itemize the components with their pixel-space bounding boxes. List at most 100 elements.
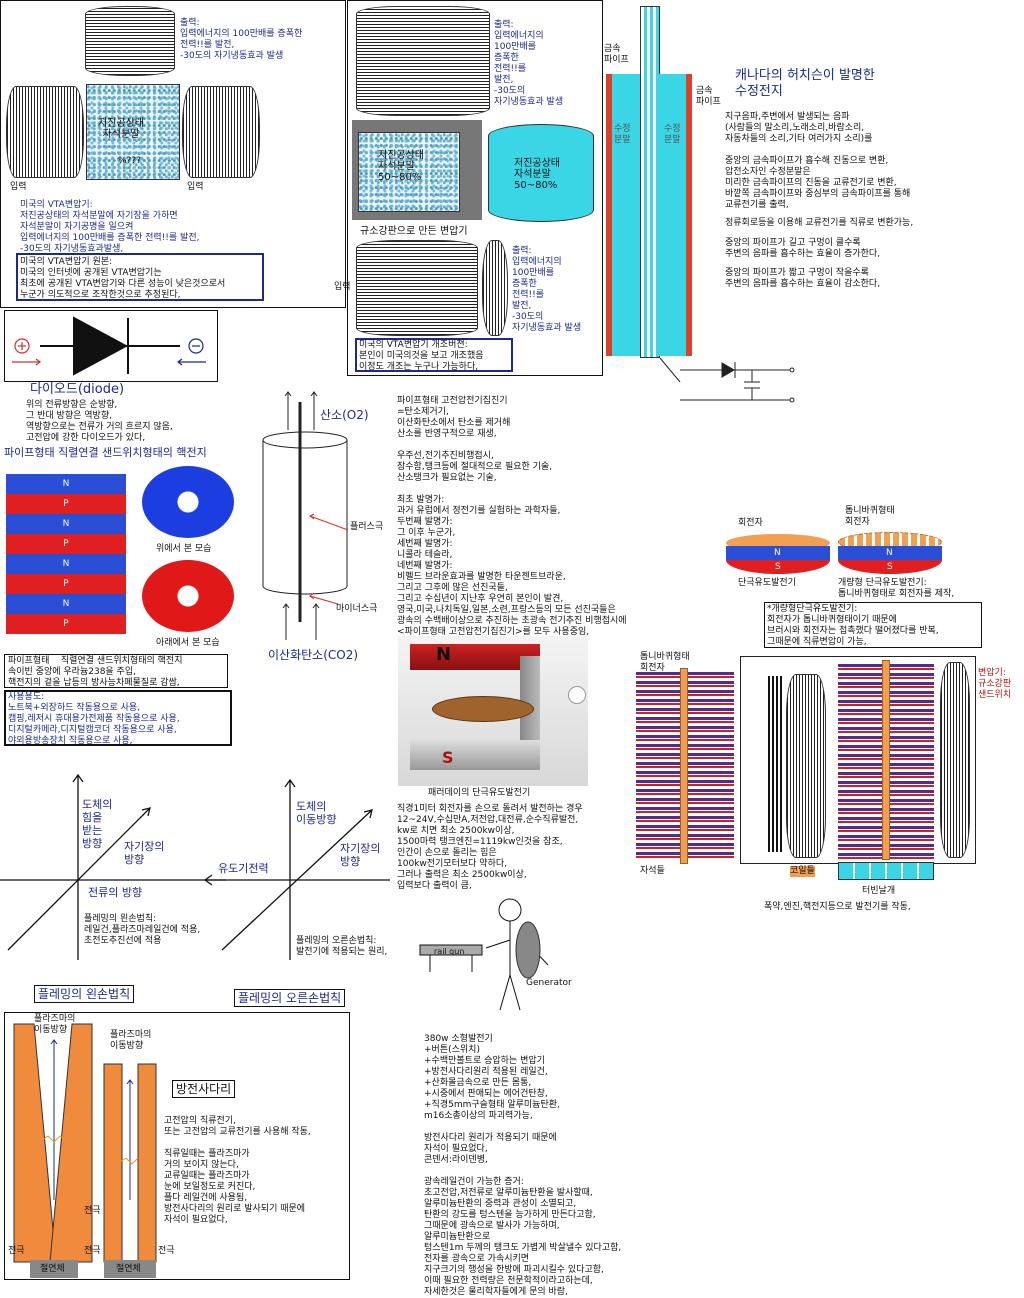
vta-input-left: 입력: [10, 182, 27, 192]
nuclear-bottom-view: [142, 560, 234, 632]
fleming-motion-label: 도체의 이동방향: [296, 800, 337, 826]
nuclear-title: 파이프형태 직렬연결 샌드위치형태의 핵전지: [4, 446, 207, 459]
crystal-p3: 정류회로등을 이용해 교류전기를 직류로 변환가능,: [725, 218, 914, 228]
turbine-coil-column: [786, 674, 826, 858]
vta-original-text: 미국의 VTA변압기 원본: 미국의 인터넷에 공개된 VTA변압기는 최초에 …: [20, 257, 226, 300]
nuclear-usage-box: [4, 690, 232, 746]
vta2-panel: [347, 0, 603, 376]
ladder-electrode-4: 전극: [158, 1246, 175, 1256]
crystal-p5: 중앙의 파이프가 짧고 구멍이 작을수록 주변의 음파를 흡수하는 효율이 감소…: [725, 268, 881, 289]
fleming-right-title: 플레밍의 오른손법칙: [234, 989, 346, 1007]
nuclear-pole: P: [6, 534, 126, 554]
fleming-magnetic-right: 자기장의 방향: [340, 842, 381, 868]
vta-core: [86, 84, 180, 180]
nuclear-usage: 사용용도: 노트북+외장하드 작동용으로 사용, 캠핑,레저시 휴대용가전제품 …: [8, 692, 180, 746]
crystal-right-pipe: [658, 74, 692, 356]
vta-left-coil: [6, 86, 84, 178]
vta-original-box: [16, 253, 264, 301]
vta-right-coil: [182, 86, 260, 178]
homopolar-label1: 단극유도발전기: [738, 578, 796, 588]
turbine-magnets: [768, 676, 782, 852]
homopolar-box: [764, 602, 982, 648]
fleming-induced-label: 유도기전력: [218, 862, 269, 875]
homopolar-disk2-n: [838, 546, 942, 560]
homopolar-label2: 개량형 단극유도발전기: 톱니바퀴형태로 회전자를 제작,: [838, 578, 955, 599]
turbine-rotor-label: 톱니바퀴형태 회전자: [640, 652, 690, 673]
crystal-p4: 중앙의 파이프가 길고 구멍이 클수록 주변의 음파를 흡수하는 효율이 증가한…: [725, 238, 881, 259]
turbine-coils-label: 코일들: [790, 866, 815, 877]
vta-input-right: 입력: [187, 182, 204, 192]
faraday-disk: [432, 696, 534, 722]
ladder-insulator-1: 절연체: [40, 1264, 65, 1274]
fleming-force-label: 도체의 힘을 받는 방향: [82, 798, 113, 850]
railgun-text: 380w 소형발전기 +버튼(스위치) +수백만볼트로 승압하는 변압기 +방전…: [424, 1034, 622, 1297]
turbine-left-shaft: [680, 668, 688, 864]
vta2-modified-text: 미국의 VTA변압기 개조버젼: 본인이 미국의것을 보고 개조했음 이정도 개…: [359, 340, 484, 372]
nuclear-pole: N: [6, 474, 126, 494]
precipitator-oxygen: 산소(O2): [320, 408, 369, 422]
vta2-side-coil: [482, 240, 508, 336]
crystal-powder-right: 수정 분말: [664, 124, 681, 145]
homopolar-disk1-n: [726, 546, 830, 560]
crystal-metal-pipe-1: 금속 파이프: [604, 44, 629, 65]
nuclear-pole: P: [6, 614, 126, 634]
nuclear-pole: N: [6, 554, 126, 574]
ladder-plasma-left: 플라즈마의 이동방향: [34, 1014, 76, 1035]
precipitator-minus: 마이너스극: [336, 604, 378, 614]
vta2-output-top: 출력: 입력에너지의 100만배를 증폭한 전력!!를 발전, -30도의 자기…: [494, 20, 564, 107]
diode-desc: 위의 전류방향은 순방향, 그 반대 방향은 역방향, 역방향으로는 전류가 거…: [26, 400, 173, 443]
vta-panel: [0, 0, 346, 308]
faraday-caption: 패러데이의 단극유도발전기: [428, 788, 531, 798]
ladder-plasma-right: 플라즈마의 이동방향: [110, 1030, 152, 1051]
vta2-silicon-label: 규소강판으로 만든 변압기: [360, 226, 468, 237]
ladder-electrode-2: 전극: [8, 1246, 25, 1256]
nuclear-pole: P: [6, 574, 126, 594]
precipitator-co2: 이산화탄소(CO2): [268, 648, 359, 662]
railgun-label: rail gun: [434, 947, 465, 956]
vta2-modified-box: [355, 338, 513, 372]
crystal-powder-left: 수정 분말: [614, 124, 631, 145]
homopolar-s2: S: [887, 562, 893, 572]
crystal-p2: 중앙의 금속파이프가 흡수해 진동으로 변환, 압전소자인 수정분말은 미리한 …: [725, 156, 911, 210]
fleming-magnetic-left: 자기장의 방향: [124, 840, 165, 866]
nuclear-top-label: 위에서 본 모습: [156, 544, 212, 554]
nuclear-top-view: [142, 466, 234, 538]
turbine-transformer-coil: [940, 662, 970, 858]
fleming-left-title: 플레밍의 왼손법칙: [34, 985, 135, 1003]
vta2-input: 입력: [334, 282, 351, 292]
nuclear-desc-box: [4, 654, 228, 688]
vta2-top-coil: [356, 6, 490, 116]
turbine-right-shaft: [882, 660, 890, 860]
homopolar-disk2-s: [838, 560, 942, 574]
turbine-caption: 폭약,엔진,핵전지등으로 발전기를 작동,: [764, 902, 911, 912]
turbine-transformer-label: 변압기: 규소강판 샌드위치: [978, 668, 1012, 700]
crystal-center-pipe: [640, 6, 660, 358]
vta-core-label: 저진공상태 자석분말: [98, 118, 144, 140]
faraday-magnet-bottom: [410, 740, 540, 770]
vta-desc: 미국의 VTA변압기: 저진공상태의 자석분말에 자기장을 가하면 자석분말이 …: [20, 200, 200, 254]
vta-output-label: 출력: 입력에너지의 100만배를 증폭한 전력!!를 발전, -30도의 자기…: [180, 18, 303, 61]
vta-core-pct: %???: [118, 156, 141, 166]
fleming-left-desc: 플레밍의 왼손법칙: 레일건,플라즈마레일건에 적용, 초전도추진선에 적용: [84, 914, 201, 946]
ladder-insulator-2: 절연체: [116, 1264, 141, 1274]
fleming-right-desc: 플레밍의 오른손법칙: 발전기에 적용되는 원리,: [296, 936, 388, 957]
ladder-title: 방전사다리: [172, 1080, 236, 1098]
turbine-blades-block: [838, 862, 934, 880]
crystal-title: 캐나다의 허치슨이 발명한 수정전지: [735, 68, 875, 99]
diode-title: 다이오드(diode): [30, 382, 125, 397]
crystal-p1: 지구음파,주변에서 발생되는 음파 (사람들의 말소리,노래소리,바람소리, 자…: [725, 112, 873, 144]
homopolar-n1: N: [774, 548, 781, 558]
homopolar-disk1-s: [726, 560, 830, 574]
ladder-panel: [4, 1012, 350, 1280]
vta-top-coil: [85, 6, 175, 76]
crystal-left-pipe: [606, 74, 640, 356]
vta2-bottom-coil: [356, 240, 478, 336]
nuclear-desc: 파이프형태 직렬연결 샌드위치형태의 핵전지 속이빈 중앙에 우라늄238을 주…: [8, 656, 183, 688]
faraday-magnet-top: [410, 644, 540, 670]
railgun-generator-label: Generator: [526, 978, 572, 988]
vta2-output-bottom: 출력: 입력에너지의 100만배를 증폭한 전력!!를 발전, -30도의 자기…: [512, 246, 582, 333]
faraday-s: S: [442, 748, 454, 767]
nuclear-pole: N: [6, 514, 126, 534]
turbine-magnets-label: 자석들: [640, 866, 665, 876]
vta2-cylinder: [488, 124, 594, 222]
